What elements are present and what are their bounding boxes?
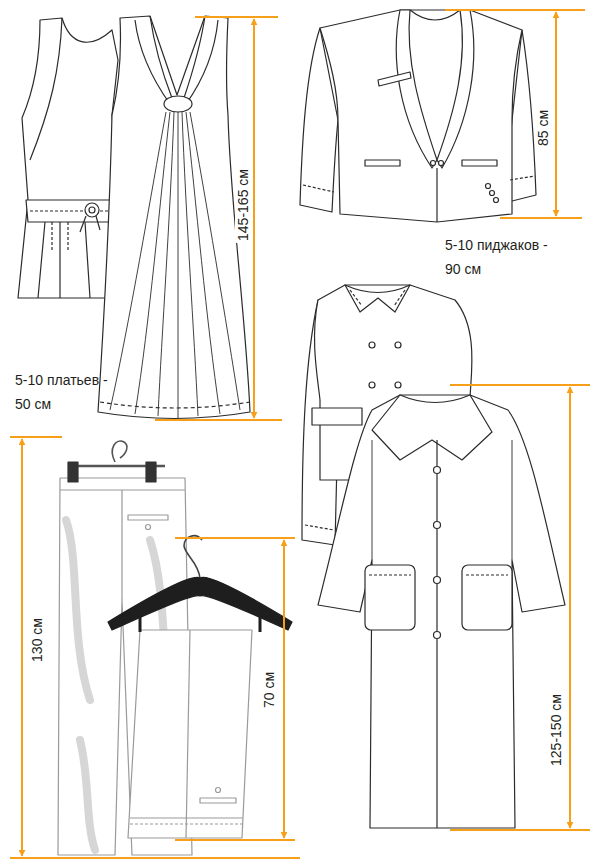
- garment-line: [439, 161, 444, 166]
- garment-line: [100, 402, 250, 408]
- long-coat: [318, 395, 565, 828]
- garment-line: [372, 440, 512, 560]
- garment-line: [164, 96, 192, 112]
- dimension-line: [253, 19, 255, 418]
- garment-line: [396, 10, 437, 168]
- garment-line: [200, 798, 236, 803]
- garment-line: [486, 184, 491, 189]
- garment-line: [216, 788, 221, 793]
- quantity-note: 5-10 пиджаков - 90 см: [445, 233, 565, 281]
- dimension-lines: [10, 10, 590, 858]
- garment-line: [395, 342, 401, 348]
- garment-line: [130, 630, 243, 838]
- garment-line: [378, 72, 411, 86]
- garment-line: [490, 191, 495, 196]
- dimension-label: 130 см: [29, 616, 45, 664]
- jacket: [300, 10, 536, 222]
- garment-line: [108, 577, 292, 630]
- garment-line: [110, 112, 240, 418]
- short-dress: [18, 18, 118, 298]
- garment-line: [89, 207, 95, 213]
- dimension-label: 85 см: [535, 108, 551, 148]
- garment-line: [60, 490, 185, 600]
- garment-line: [52, 222, 68, 250]
- garment-line: [434, 467, 441, 474]
- quantity-note: 5-10 платьев - 50 см: [15, 368, 123, 416]
- garment-line: [434, 632, 441, 639]
- garment-line: [30, 210, 114, 211]
- garment-line: [128, 630, 252, 838]
- dimension-line: [450, 385, 590, 830]
- garment-line: [345, 285, 410, 312]
- dimension-line: [283, 540, 285, 838]
- dimension-line: [155, 17, 282, 420]
- garment-line: [146, 462, 156, 482]
- garment-line: [369, 574, 508, 575]
- garment-line: [436, 168, 437, 222]
- dimension-label: 125-150 см: [548, 692, 564, 768]
- dimension-line: [445, 10, 585, 218]
- garment-line: [410, 10, 460, 20]
- dimension-label: 145-165 см: [235, 167, 251, 243]
- garment-line: [395, 382, 401, 388]
- dimension-line: [569, 387, 571, 828]
- trousers-folded-hanger: [108, 536, 292, 838]
- garment-line: [128, 515, 168, 520]
- dimension-line: [10, 437, 300, 858]
- garment-line: [372, 395, 492, 460]
- dimension-line: [21, 439, 23, 856]
- garment-line: [320, 10, 522, 222]
- garment-line: [38, 222, 90, 298]
- garment-line: [312, 408, 362, 425]
- garment-line: [369, 342, 375, 348]
- garment-line: [30, 18, 62, 160]
- garment-line: [26, 200, 118, 222]
- dimension-label: 70 см: [261, 670, 277, 710]
- garment-line: [135, 16, 218, 104]
- garment-line: [98, 16, 250, 419]
- garment-line: [434, 522, 441, 529]
- garment-line: [146, 525, 151, 530]
- dimension-line: [555, 12, 557, 216]
- garment-line: [80, 216, 100, 232]
- garment-line: [130, 823, 243, 824]
- garment-line: [369, 382, 375, 388]
- garment-line: [350, 290, 405, 306]
- garment-line: [305, 525, 334, 530]
- garment-line: [184, 536, 202, 578]
- garment-line: [434, 577, 441, 584]
- dimension-line: [175, 538, 295, 840]
- garment-line: [431, 161, 436, 166]
- garment-line: [112, 441, 127, 462]
- garment-line: [494, 198, 499, 203]
- garment-line: [303, 176, 535, 192]
- garment-line: [140, 612, 260, 632]
- garment-line: [18, 18, 118, 298]
- garment-line: [437, 10, 474, 168]
- long-dress: [98, 16, 250, 419]
- garment-line: [318, 395, 565, 828]
- garment-line: [462, 160, 497, 166]
- garment-line: [365, 160, 400, 166]
- garment-line: [85, 203, 99, 217]
- garment-line: [68, 462, 78, 482]
